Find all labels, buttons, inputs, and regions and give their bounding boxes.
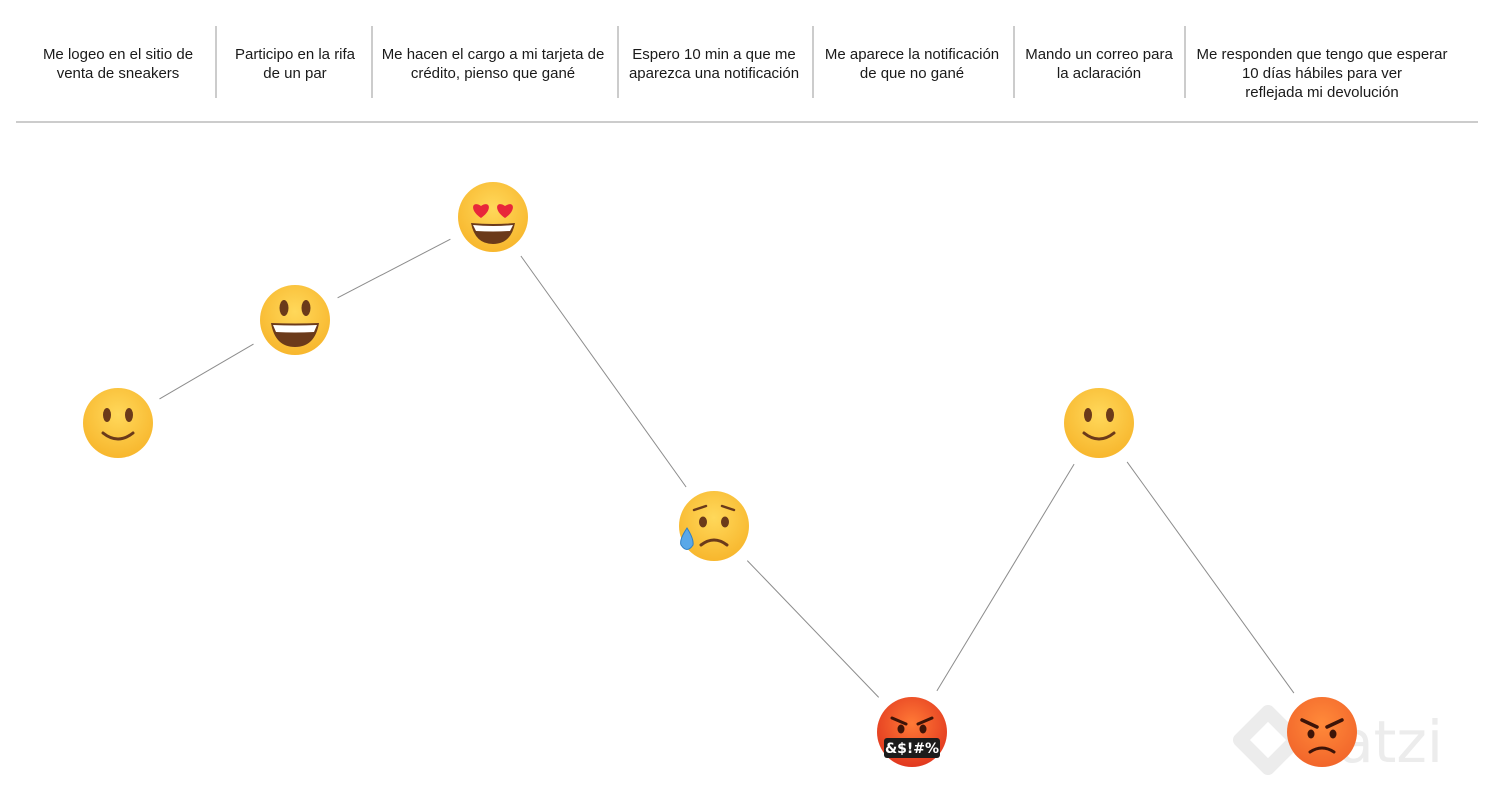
slightly-smiling-face-icon (83, 388, 153, 458)
connector-line (520, 255, 687, 488)
emotion-connectors (159, 238, 1295, 698)
connector-line (337, 238, 451, 299)
connector-line (1126, 461, 1295, 694)
connector-line (746, 560, 880, 698)
angry-face-icon (1287, 697, 1357, 767)
grawlix-text: &$!#% (885, 741, 939, 757)
heart-eyes-face-icon (458, 182, 528, 252)
connector-line (936, 463, 1075, 692)
emotion-faces: &$!#% (83, 182, 1357, 767)
slightly-smiling-face-icon (1064, 388, 1134, 458)
grinning-face-big-eyes-icon (260, 285, 330, 355)
platzi-logo-icon (1233, 705, 1303, 775)
connector-line (159, 343, 254, 400)
face-with-symbols-on-mouth-icon: &$!#% (877, 697, 947, 767)
sad-but-relieved-face-icon (679, 491, 749, 561)
